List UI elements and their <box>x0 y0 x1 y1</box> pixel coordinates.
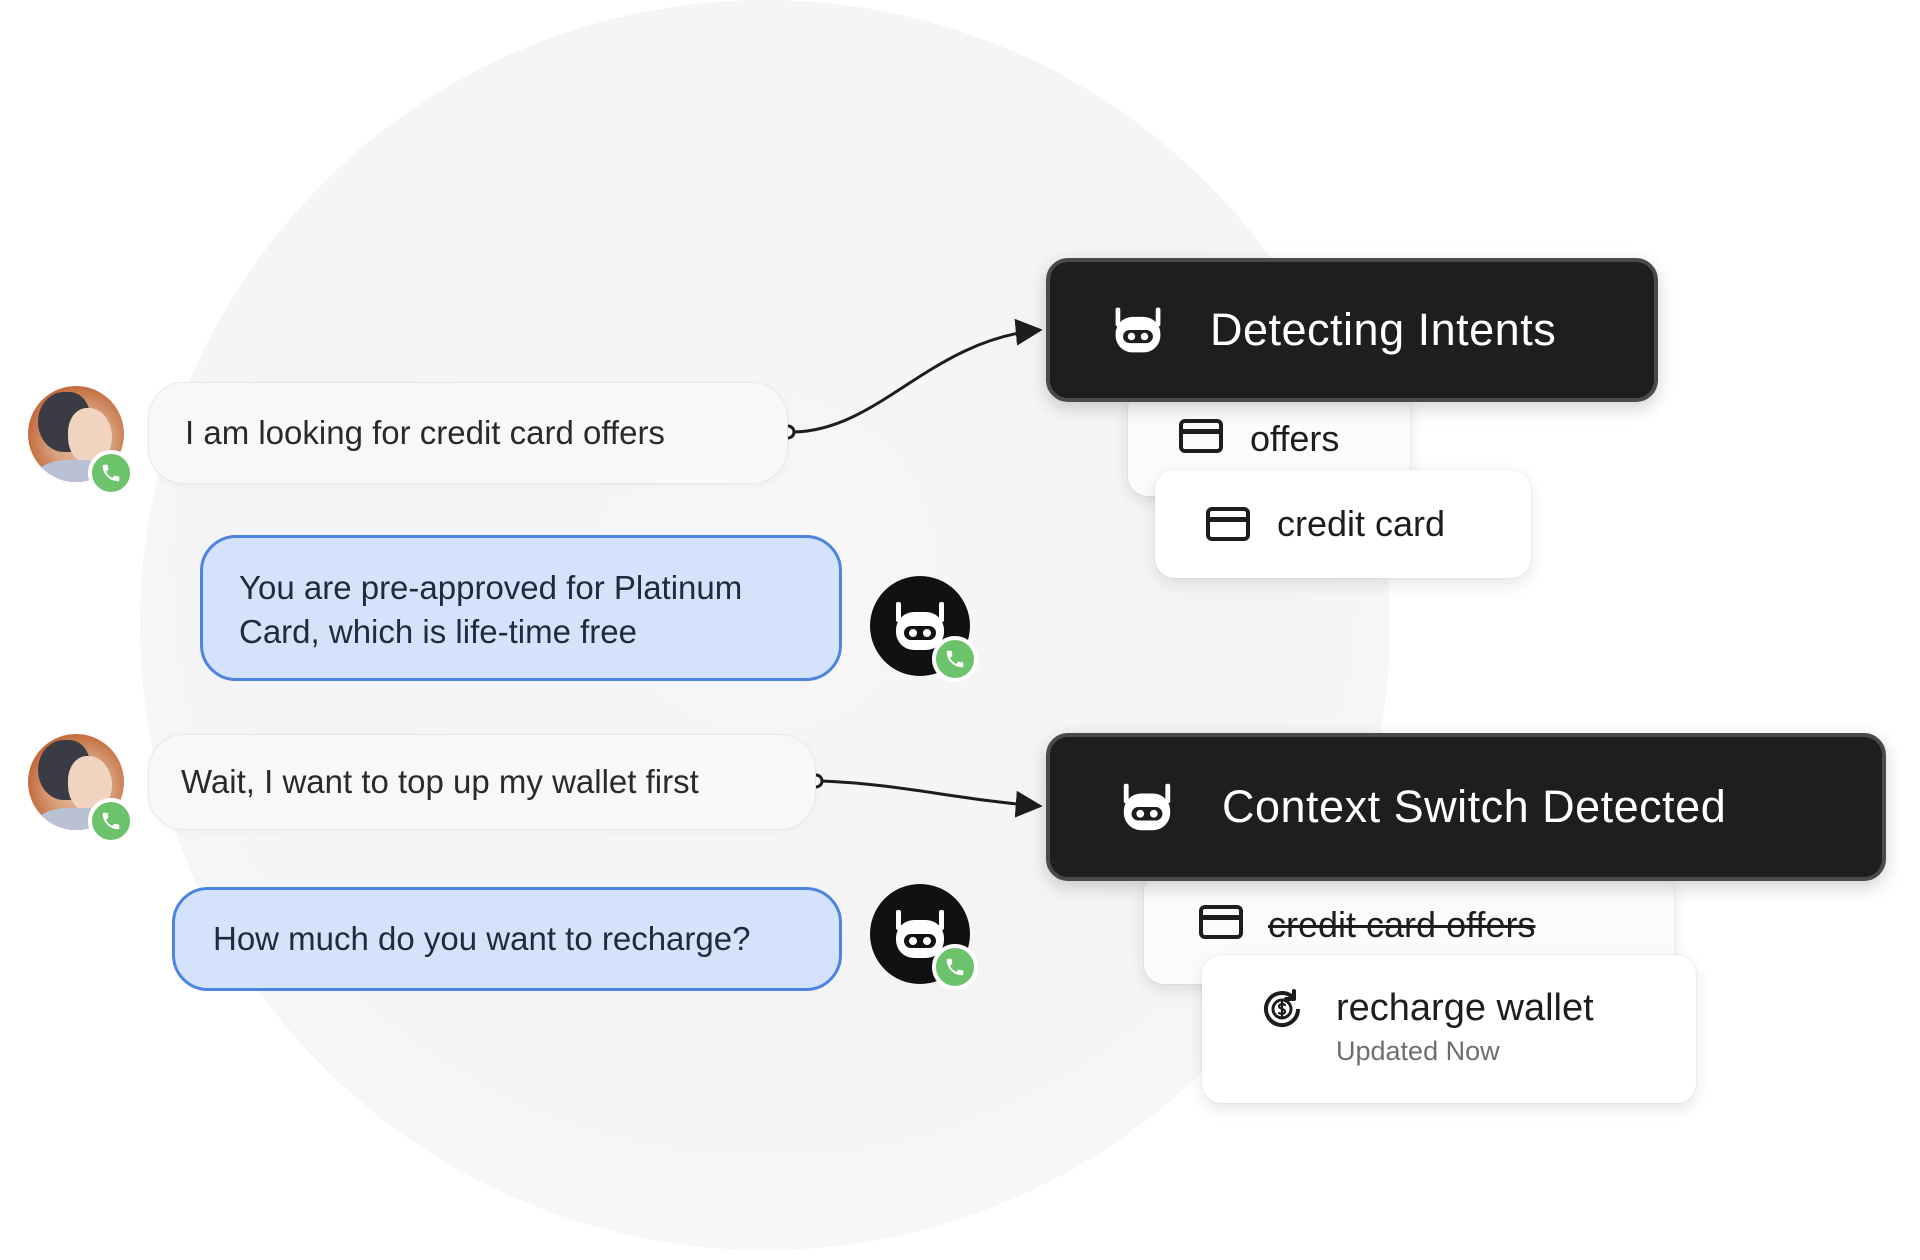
robot-icon <box>896 910 944 958</box>
credit-card-icon <box>1206 507 1250 541</box>
user-message-bubble: I am looking for credit card offers <box>148 382 788 484</box>
phone-icon <box>932 944 978 990</box>
phone-icon <box>932 636 978 682</box>
new-intent-status: Updated Now <box>1336 1036 1500 1066</box>
credit-card-icon <box>1199 905 1243 939</box>
detecting-intents-card: Detecting Intents <box>1046 258 1658 402</box>
intent-chip-label: offers <box>1250 418 1340 459</box>
user-message-bubble: Wait, I want to top up my wallet first <box>148 734 816 830</box>
bot-message-text: How much do you want to recharge? <box>213 920 751 957</box>
robot-icon <box>1123 783 1171 831</box>
robot-icon <box>1115 307 1161 353</box>
old-intent-label: credit card offers <box>1268 904 1536 945</box>
credit-card-icon <box>1179 419 1223 453</box>
context-switch-card: Context Switch Detected <box>1046 733 1886 881</box>
intent-chip-credit-card: credit card <box>1155 470 1531 578</box>
panel-title: Detecting Intents <box>1210 304 1557 355</box>
new-intent-chip: recharge wallet Updated Now <box>1202 955 1696 1103</box>
robot-icon <box>896 602 944 650</box>
bot-message-bubble: You are pre-approved for Platinum Card, … <box>200 535 842 681</box>
bot-message-bubble: How much do you want to recharge? <box>172 887 842 991</box>
phone-icon <box>88 450 134 496</box>
recharge-dollar-icon <box>1264 989 1300 1027</box>
bot-message-text: You are pre-approved for Platinum Card, … <box>239 569 743 650</box>
panel-title: Context Switch Detected <box>1222 781 1727 832</box>
intent-chip-label: credit card <box>1277 503 1446 544</box>
new-intent-label: recharge wallet <box>1336 987 1594 1029</box>
new-intent-text: recharge wallet Updated Now <box>1336 987 1594 1067</box>
user-message-text: Wait, I want to top up my wallet first <box>181 763 699 800</box>
phone-icon <box>88 798 134 844</box>
user-message-text: I am looking for credit card offers <box>185 414 665 451</box>
